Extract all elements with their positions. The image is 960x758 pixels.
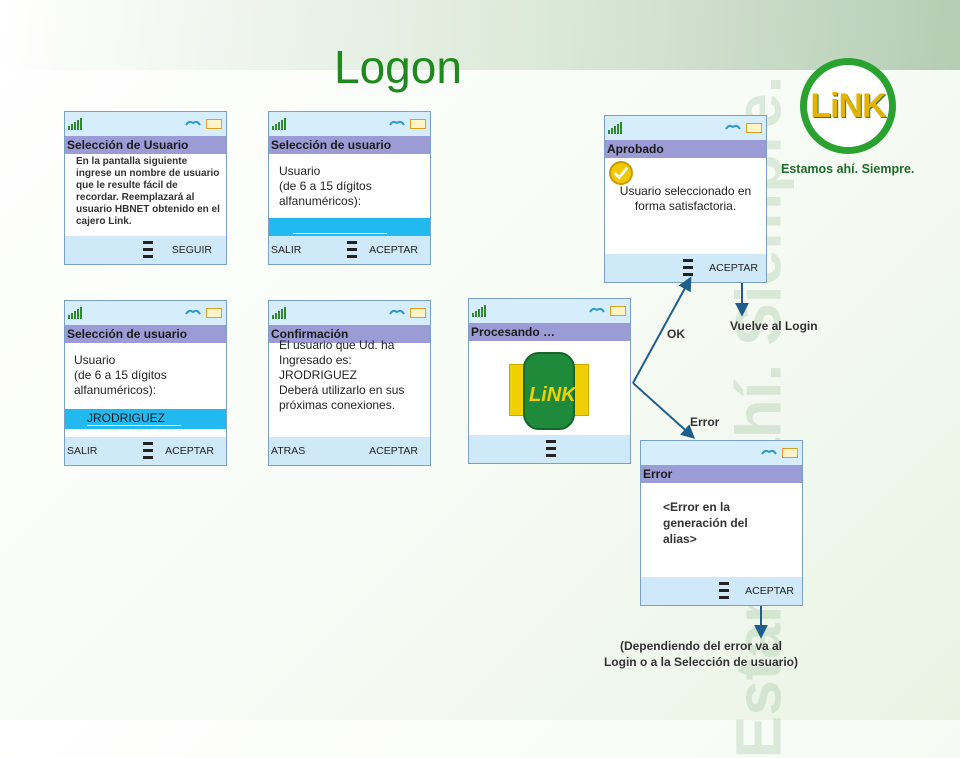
status-bar xyxy=(65,301,226,325)
connection-icon xyxy=(725,124,741,130)
label-error-note-line1: (Dependiendo del error va al xyxy=(619,639,783,653)
battery-icon xyxy=(206,308,222,318)
screen-body: Usuario (de 6 a 15 dígitos alfanuméricos… xyxy=(279,164,372,208)
signal-icon xyxy=(272,307,288,319)
softkey-bar: ATRAS ACEPTAR xyxy=(269,437,430,465)
logo-text: LiNK xyxy=(810,86,886,125)
signal-icon xyxy=(68,118,84,130)
softkey-bar: SALIR ACEPTAR xyxy=(65,437,226,465)
check-icon xyxy=(609,161,633,185)
signal-icon xyxy=(272,118,288,130)
label-error-note-line2: Login o a la Selección de usuario) xyxy=(603,655,799,669)
screen-aprobado: Aprobado Usuario seleccionado en forma s… xyxy=(604,115,767,283)
softkey-bar: ACEPTAR xyxy=(605,254,766,282)
screen-header: Selección de usuario xyxy=(65,325,226,343)
connection-icon xyxy=(185,309,201,315)
background-stripe xyxy=(0,0,960,70)
status-bar xyxy=(605,116,766,140)
screen-body: <Error en la generación del alias> xyxy=(663,500,748,546)
status-bar xyxy=(469,299,630,323)
menu-icon xyxy=(143,442,153,460)
status-bar xyxy=(269,301,430,325)
screen-seleccion-usuario-empty: Selección de usuario Usuario (de 6 a 15 … xyxy=(268,111,431,265)
logo-tagline: Estamos ahí. Siempre. xyxy=(781,162,915,176)
softkey-aceptar[interactable]: ACEPTAR xyxy=(369,445,418,457)
page-title: Logon xyxy=(334,41,462,93)
softkey-atras[interactable]: ATRAS xyxy=(271,445,306,457)
battery-icon xyxy=(746,123,762,133)
battery-icon xyxy=(410,119,426,129)
screen-header: Confirmación xyxy=(269,325,430,343)
screen-header: Procesando … xyxy=(469,323,630,341)
label-ok: OK xyxy=(667,327,685,341)
softkey-salir[interactable]: SALIR xyxy=(271,244,302,256)
connection-icon xyxy=(389,309,405,315)
screen-procesando: Procesando … LiNK xyxy=(468,298,631,464)
screen-confirmacion: Confirmación El usuario que Ud. ha Ingre… xyxy=(268,300,431,466)
connection-icon xyxy=(185,120,201,126)
battery-icon xyxy=(206,119,222,129)
softkey-bar: SEGUIR xyxy=(65,236,226,264)
screen-body: Usuario (de 6 a 15 dígitos alfanuméricos… xyxy=(74,353,167,397)
softkey-bar: ACEPTAR xyxy=(641,577,802,605)
label-vuelve-login: Vuelve al Login xyxy=(730,319,818,333)
status-bar xyxy=(269,112,430,136)
label-error-note: (Dependiendo del error va al Login o a l… xyxy=(586,638,816,670)
link-logo: LiNK xyxy=(800,58,896,154)
softkey-seguir[interactable]: SEGUIR xyxy=(171,244,212,256)
screen-header: Aprobado xyxy=(605,140,766,158)
screen-header: Selección de Usuario xyxy=(65,136,226,154)
menu-icon xyxy=(546,440,556,458)
menu-icon xyxy=(719,582,729,600)
username-input[interactable]: JRODRIGUEZ xyxy=(87,411,181,426)
signal-icon xyxy=(472,305,488,317)
screen-body: Usuario seleccionado en forma satisfacto… xyxy=(619,184,752,213)
signal-icon xyxy=(68,307,84,319)
softkey-bar: SALIR ACEPTAR xyxy=(269,236,430,264)
screen-header: Error xyxy=(641,465,802,483)
username-input-row: JRODRIGUEZ xyxy=(65,409,226,429)
signal-icon xyxy=(608,122,624,134)
screen-error: Error <Error en la generación del alias>… xyxy=(640,440,803,606)
screen-seleccion-usuario-filled: Selección de usuario Usuario (de 6 a 15 … xyxy=(64,300,227,466)
connection-icon xyxy=(761,449,777,455)
battery-icon xyxy=(610,306,626,316)
battery-icon xyxy=(782,448,798,458)
status-bar xyxy=(65,112,226,136)
softkey-aceptar[interactable]: ACEPTAR xyxy=(165,445,214,457)
screen-body: El usuario que Ud. ha Ingresado es: JROD… xyxy=(279,338,405,412)
link-card-text: LiNK xyxy=(529,384,576,406)
label-error: Error xyxy=(690,415,720,429)
status-bar xyxy=(641,441,802,465)
softkey-aceptar[interactable]: ACEPTAR xyxy=(745,585,794,597)
menu-icon xyxy=(347,241,357,259)
screen-body: En la pantalla siguiente ingrese un nomb… xyxy=(76,156,220,227)
username-input[interactable] xyxy=(293,233,387,234)
menu-icon xyxy=(683,259,693,277)
screen-header: Selección de usuario xyxy=(269,136,430,154)
connection-icon xyxy=(389,120,405,126)
screen-seleccion-usuario-intro: Selección de Usuario En la pantalla sigu… xyxy=(64,111,227,265)
username-input-row xyxy=(269,218,430,240)
softkey-aceptar[interactable]: ACEPTAR xyxy=(369,244,418,256)
menu-icon xyxy=(143,241,153,259)
link-card-image: LiNK xyxy=(509,352,589,430)
connection-icon xyxy=(589,307,605,313)
battery-icon xyxy=(410,308,426,318)
softkey-bar xyxy=(469,435,630,463)
softkey-aceptar[interactable]: ACEPTAR xyxy=(709,262,758,274)
softkey-salir[interactable]: SALIR xyxy=(67,445,98,457)
arrow-error xyxy=(632,382,696,439)
